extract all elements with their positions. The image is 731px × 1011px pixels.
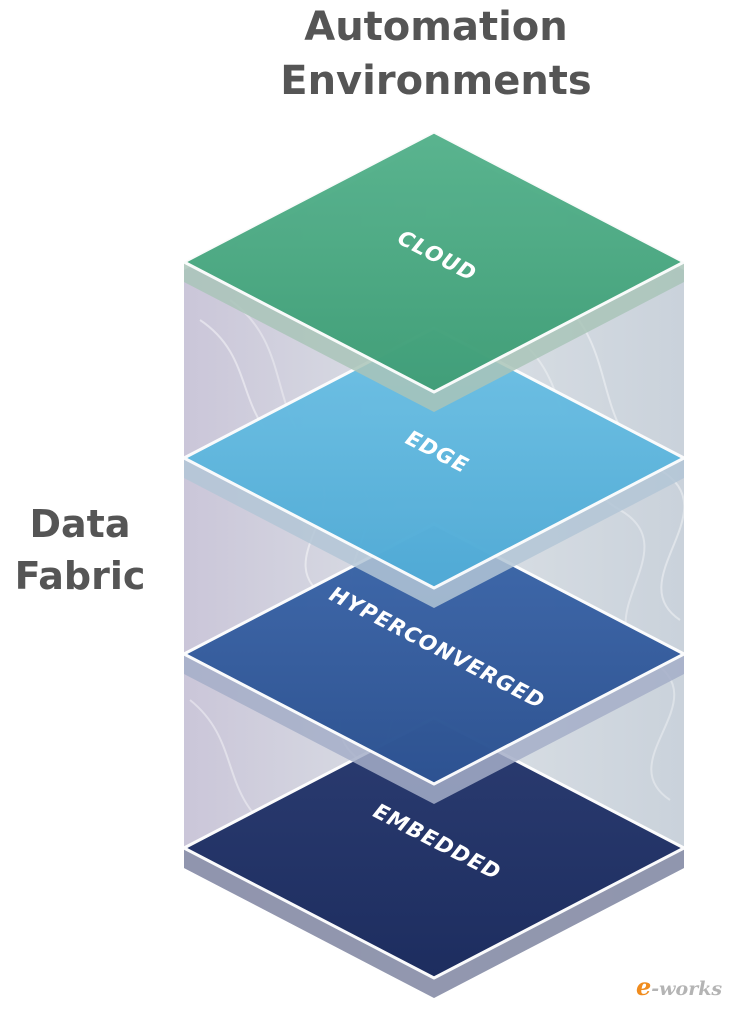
layer-hyperconverged: HYPERCONVERGED xyxy=(182,522,686,804)
diagram-title: Automation Environments xyxy=(236,0,636,108)
layer-edge: EDGE xyxy=(182,326,686,608)
layer-cloud: CLOUD xyxy=(182,130,686,412)
side-label-line-2: Fabric xyxy=(14,554,146,598)
side-label-line-1: Data xyxy=(29,502,131,546)
data-fabric-label: Data Fabric xyxy=(0,498,160,602)
eworks-watermark: e-works xyxy=(636,972,723,1001)
title-line-2: Environments xyxy=(280,58,592,104)
title-line-1: Automation xyxy=(304,4,568,50)
layer-embedded: EMBEDDED xyxy=(182,716,686,998)
